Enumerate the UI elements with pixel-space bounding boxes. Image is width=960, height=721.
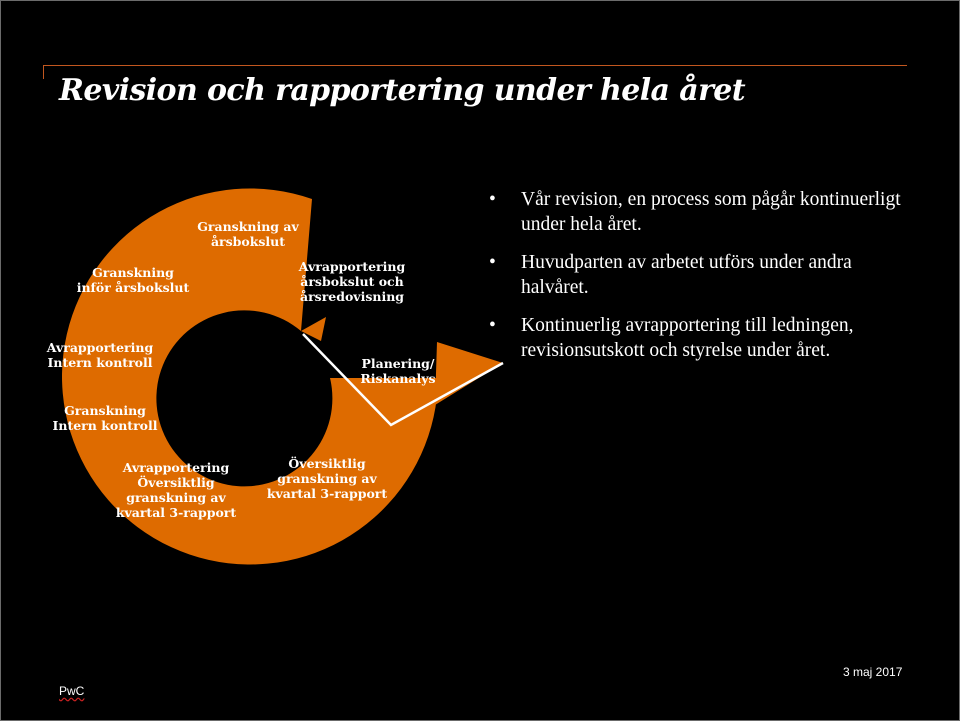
bullet-text: Huvudparten av arbetet utförs under andr…: [521, 252, 852, 298]
slide-date: 3 maj 2017: [843, 665, 903, 679]
cycle-arrow-tip: [301, 317, 326, 341]
pwc-logo: PwC: [59, 684, 85, 698]
callout-connector: [302, 333, 504, 427]
bullet-dot: •: [489, 252, 496, 273]
bullet-list: • Vår revision, en process som pågår kont…: [489, 187, 909, 376]
bullet-text: Kontinuerlig avrapportering till ledning…: [521, 315, 854, 361]
label-planering-riskanalys: Planering/Riskanalys: [360, 356, 436, 386]
bullet-item: • Vår revision, en process som pågår kont…: [489, 187, 909, 237]
callout-pointer: [435, 342, 503, 405]
slide-title: Revision och rapportering under hela åre…: [59, 73, 746, 108]
bullet-text: Vår revision, en process som pågår konti…: [521, 189, 901, 235]
bullet-dot: •: [489, 189, 496, 210]
bullet-item: • Kontinuerlig avrapportering till lednin…: [489, 313, 909, 363]
title-rule-tick: [43, 65, 44, 79]
bullet-dot: •: [489, 315, 496, 336]
bullet-item: • Huvudparten av arbetet utförs under and…: [489, 250, 909, 300]
cycle-ring: [62, 188, 439, 565]
title-rule: [43, 65, 907, 66]
